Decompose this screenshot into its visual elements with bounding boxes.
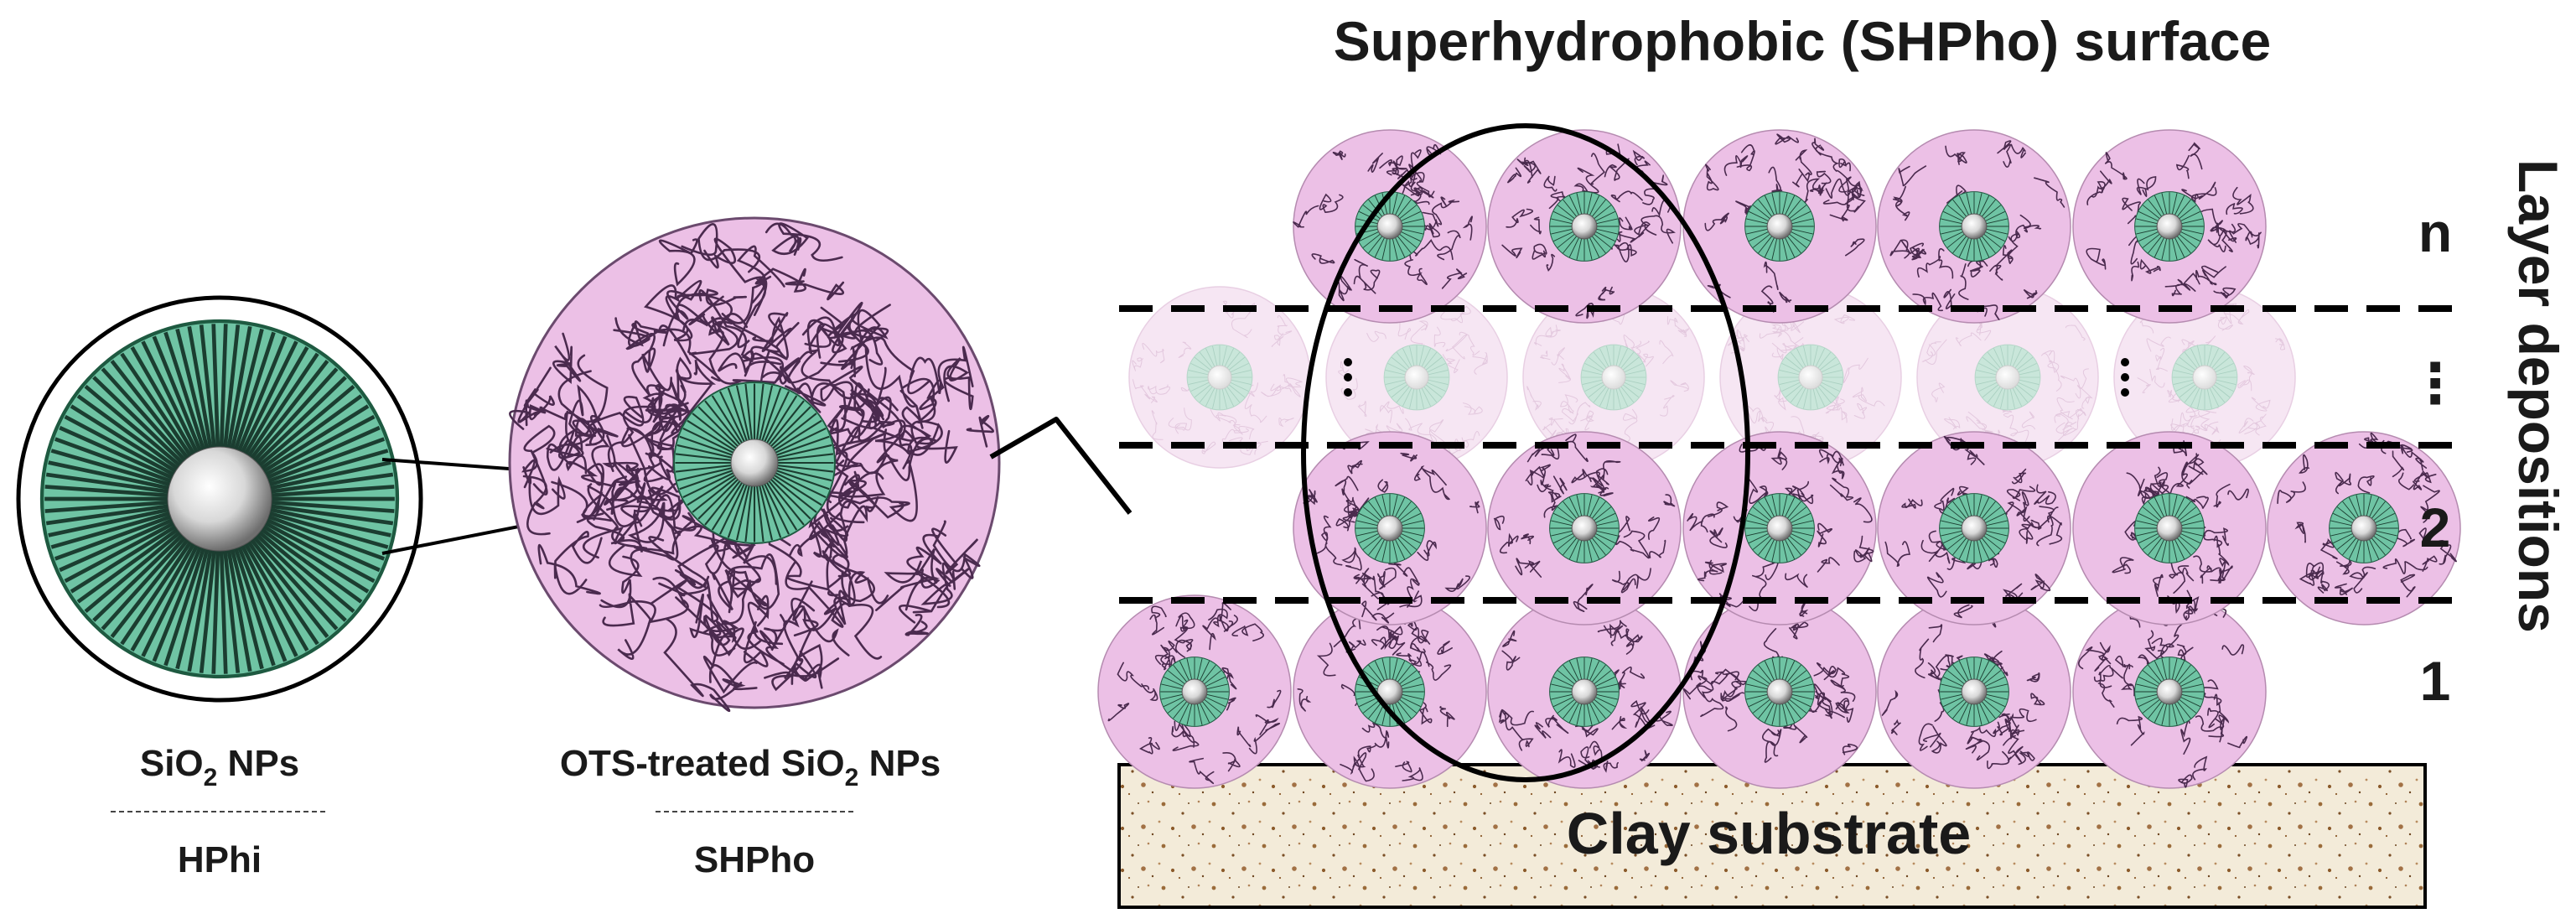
- ots-nanoparticle: [2072, 431, 2267, 626]
- middle-layer-ellipsis-marks: [1344, 358, 2129, 397]
- silica-radial-lines: [2330, 494, 2398, 563]
- silica-radial-lines: [1940, 192, 2008, 261]
- ots-nanoparticle: [1682, 431, 1877, 626]
- silica-radial-lines: [1550, 494, 1619, 563]
- ots-nanoparticle: [1293, 129, 1487, 324]
- layer-label-n: n: [2418, 201, 2452, 263]
- silica-radial-lines: [1745, 192, 1814, 261]
- ots-nanoparticle: [1293, 431, 1487, 626]
- silica-radial-lines: [1778, 345, 1843, 410]
- layer-label-middle: ⋮: [2408, 352, 2463, 414]
- layer-1-particles: [1097, 594, 2267, 789]
- silica-radial-lines: [44, 324, 395, 674]
- ots-nanoparticle: [1487, 431, 1682, 626]
- layer-dividers: [1119, 305, 2460, 604]
- ots-nanoparticle: [1877, 431, 2071, 626]
- ots-nanoparticle: [1682, 594, 1877, 789]
- silica-radial-lines: [1745, 494, 1814, 563]
- diagram-title: Superhydrophobic (SHPho) surface: [1334, 10, 2271, 72]
- layer-label-2: 2: [2420, 496, 2451, 558]
- silica-radial-lines: [1160, 657, 1229, 726]
- silica-radial-lines: [2172, 345, 2237, 410]
- layer-2-particles: [1293, 431, 2461, 626]
- sio2-nanoparticle-illustration: [16, 295, 423, 703]
- layer-depositions-label: Layer depositions: [2507, 159, 2569, 633]
- silica-radial-lines: [1581, 345, 1646, 410]
- faded-ots-nanoparticle: [1325, 286, 1508, 469]
- silica-radial-lines: [1745, 657, 1814, 726]
- silica-radial-lines: [1940, 657, 2008, 726]
- ots-nanoparticle: [1097, 594, 1292, 789]
- hphi-label: HPhi: [178, 839, 262, 880]
- ots-treated-nanoparticle-illustration: [508, 216, 1001, 713]
- zoom-callout: [989, 123, 1750, 782]
- faded-ots-nanoparticle: [1719, 286, 1902, 469]
- silica-radial-lines: [675, 383, 834, 542]
- silica-radial-lines: [2135, 657, 2204, 726]
- ots-nanoparticle: [2072, 129, 2267, 324]
- silica-radial-lines: [1384, 345, 1449, 410]
- ots-nanoparticle: [1293, 594, 1487, 789]
- silica-radial-lines: [1940, 494, 2008, 563]
- silica-radial-lines: [1355, 494, 1424, 563]
- clay-substrate-label: Clay substrate: [1567, 801, 1971, 866]
- sio2-np-label: SiO2 NPs: [140, 743, 299, 792]
- shpho-label: SHPho: [694, 839, 815, 880]
- ots-nanoparticle: [1682, 129, 1877, 324]
- faded-ots-nanoparticle: [2113, 286, 2296, 469]
- layer-n-particles: [1293, 129, 2267, 324]
- silica-radial-lines: [1550, 657, 1619, 726]
- silica-radial-lines: [2135, 192, 2204, 261]
- ots-nanoparticle: [2267, 431, 2461, 626]
- silica-radial-lines: [2135, 494, 2204, 563]
- ots-nanoparticle: [1487, 129, 1682, 324]
- ots-nanoparticle: [1877, 129, 2071, 324]
- faded-ots-nanoparticle: [1128, 286, 1311, 469]
- silica-radial-lines: [1187, 345, 1252, 410]
- silica-radial-lines: [1550, 192, 1619, 261]
- layer-label-1: 1: [2420, 650, 2451, 712]
- ots-np-label: OTS-treated SiO2 NPs: [560, 743, 941, 792]
- faded-ots-nanoparticle: [1916, 286, 2099, 469]
- ots-nanoparticle: [1877, 594, 2071, 789]
- silica-radial-lines: [1975, 345, 2040, 410]
